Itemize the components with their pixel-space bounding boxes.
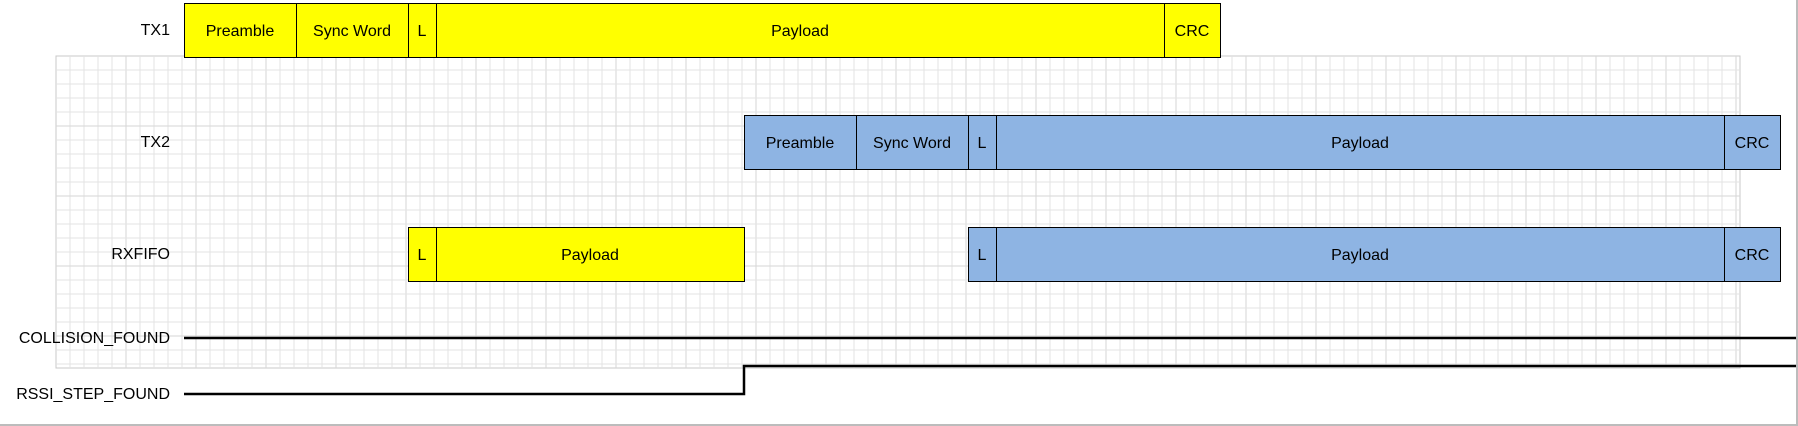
flag-label-collision-found: COLLISION_FOUND <box>19 330 170 347</box>
segment-crc-label: CRC <box>1735 135 1770 152</box>
segment-l-box <box>968 115 997 170</box>
segment-payload-label: Payload <box>1331 135 1389 152</box>
segment-l-box <box>408 3 437 58</box>
segment-sync-word-box <box>296 3 409 58</box>
flag-label-rssi-step-found: RSSI_STEP_FOUND <box>16 386 170 403</box>
tx1-packet: Preamble Sync Word L Payload CRC <box>184 3 1221 58</box>
signal-label-tx2: TX2 <box>141 134 170 151</box>
segment-crc-box <box>1724 227 1781 282</box>
segment-crc-box <box>1724 115 1781 170</box>
signal-label-rxfifo: RXFIFO <box>111 246 170 263</box>
frame-border-bottom <box>0 424 1798 426</box>
segment-crc-label: CRC <box>1735 247 1770 264</box>
segment-preamble-label: Preamble <box>206 23 275 40</box>
signal-label-tx1: TX1 <box>141 22 170 39</box>
segment-payload-label: Payload <box>561 247 619 264</box>
segment-l-label: L <box>978 247 987 264</box>
segment-l-label: L <box>418 247 427 264</box>
rxfifo-contents: L Payload L Payload CRC <box>408 227 1781 282</box>
segment-preamble-box <box>184 3 297 58</box>
tx2-packet: Preamble Sync Word L Payload CRC <box>744 115 1781 170</box>
rssi-step-found-waveform <box>184 364 1796 396</box>
segment-payload-box <box>436 227 745 282</box>
background-grid <box>55 55 1741 369</box>
segment-l-label: L <box>418 23 427 40</box>
segment-crc-box <box>1164 3 1221 58</box>
segment-preamble-label: Preamble <box>766 135 835 152</box>
segment-payload-label: Payload <box>771 23 829 40</box>
segment-l-box <box>408 227 437 282</box>
segment-sync-word-label: Sync Word <box>873 135 951 152</box>
grid-frame <box>55 55 1741 369</box>
segment-payload-label: Payload <box>1331 247 1389 264</box>
segment-sync-word-box <box>856 115 969 170</box>
segment-sync-word-label: Sync Word <box>313 23 391 40</box>
segment-payload-box <box>996 227 1725 282</box>
segment-l-label: L <box>978 135 987 152</box>
segment-crc-label: CRC <box>1175 23 1210 40</box>
frame-border-right <box>1796 0 1798 426</box>
segment-preamble-box <box>744 115 857 170</box>
segment-payload-box <box>996 115 1725 170</box>
